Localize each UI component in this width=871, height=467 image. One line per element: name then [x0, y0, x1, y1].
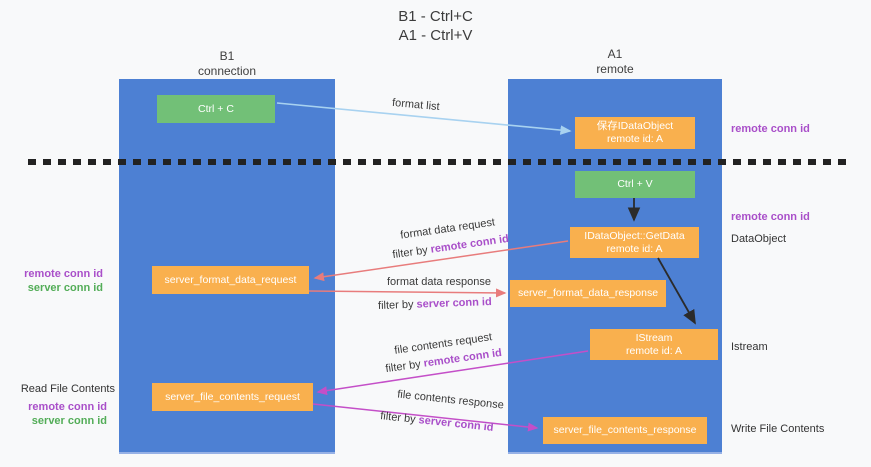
- node-server-format-data-response: server_format_data_response: [510, 280, 666, 307]
- node-format-request-label: server_format_data_request: [164, 273, 297, 286]
- edge-label-format-list: format list: [391, 96, 441, 114]
- label-left-remote-conn-id-file: remote conn id: [28, 401, 107, 413]
- node-server-file-contents-request: server_file_contents_request: [152, 383, 313, 411]
- label-dataobject: DataObject: [731, 233, 787, 245]
- node-file-response-label: server_file_contents_response: [553, 424, 697, 436]
- lane-header-b1: B1 connection: [119, 49, 335, 79]
- node-format-response-label: server_format_data_response: [517, 287, 659, 299]
- filter-key-server-conn-id: server conn id: [416, 296, 492, 311]
- lane-b1-role: connection: [197, 64, 257, 78]
- dashed-separator: [28, 159, 852, 165]
- node-ctrl-v-label: Ctrl + V: [617, 178, 653, 190]
- label-right-remote-conn-id-top: remote conn id: [731, 123, 810, 135]
- edge-label-file-response-filter: filter by server conn id: [380, 410, 494, 434]
- node-ctrl-v: Ctrl + V: [575, 171, 695, 198]
- filter-prefix: filter by: [384, 357, 425, 376]
- lane-header-a1: A1 remote: [508, 47, 722, 77]
- node-getdata-subtitle: remote id: A: [606, 242, 663, 255]
- label-left-server-conn-id-format: server conn id: [27, 282, 103, 294]
- arrow-format-data-response: [308, 288, 507, 298]
- node-istream-subtitle: remote id: A: [625, 344, 683, 357]
- lane-a1-name: A1: [607, 47, 623, 61]
- lane-a1-role: remote: [596, 62, 634, 76]
- filter-key-remote-conn-id: remote conn id: [429, 232, 510, 256]
- node-save-dataobject-subtitle: remote id: A: [606, 133, 664, 145]
- node-istream: IStream remote id: A: [590, 329, 718, 360]
- edge-label-format-response-filter: filter by server conn id: [378, 296, 492, 312]
- label-left-server-conn-id-file: server conn id: [31, 415, 107, 427]
- title-line-1: B1 - Ctrl+C: [398, 8, 473, 25]
- node-idataobject-getdata: IDataObject::GetData remote id: A: [570, 227, 699, 258]
- filter-prefix: filter by: [379, 410, 420, 427]
- label-right-remote-conn-id-mid: remote conn id: [731, 211, 810, 223]
- node-server-file-contents-response: server_file_contents_response: [543, 417, 707, 444]
- title-line-2: A1 - Ctrl+V: [398, 27, 473, 44]
- filter-prefix: filter by: [391, 243, 432, 262]
- node-ctrl-c: Ctrl + C: [157, 95, 275, 123]
- diagram-title: B1 - Ctrl+C A1 - Ctrl+V: [0, 7, 871, 45]
- filter-key-server-conn-id: server conn id: [417, 414, 495, 434]
- label-istream: Istream: [731, 341, 768, 353]
- edge-label-file-contents-response: file contents response: [396, 388, 505, 412]
- node-getdata-title: IDataObject::GetData: [584, 229, 685, 242]
- node-server-format-data-request: server_format_data_request: [152, 266, 309, 294]
- node-save-dataobject-title: 保存IDataObject: [596, 120, 674, 132]
- lane-b1-name: B1: [219, 49, 235, 63]
- edge-label-format-data-response: format data response: [387, 276, 491, 288]
- label-left-remote-conn-id-format: remote conn id: [24, 268, 103, 280]
- node-save-dataobject: 保存IDataObject remote id: A: [575, 117, 695, 149]
- node-ctrl-c-label: Ctrl + C: [198, 102, 234, 115]
- filter-prefix: filter by: [377, 298, 417, 312]
- node-file-request-label: server_file_contents_request: [165, 390, 300, 403]
- label-read-file-contents: Read File Contents: [20, 383, 115, 395]
- node-istream-title: IStream: [635, 331, 673, 344]
- label-write-file-contents: Write File Contents: [731, 423, 825, 435]
